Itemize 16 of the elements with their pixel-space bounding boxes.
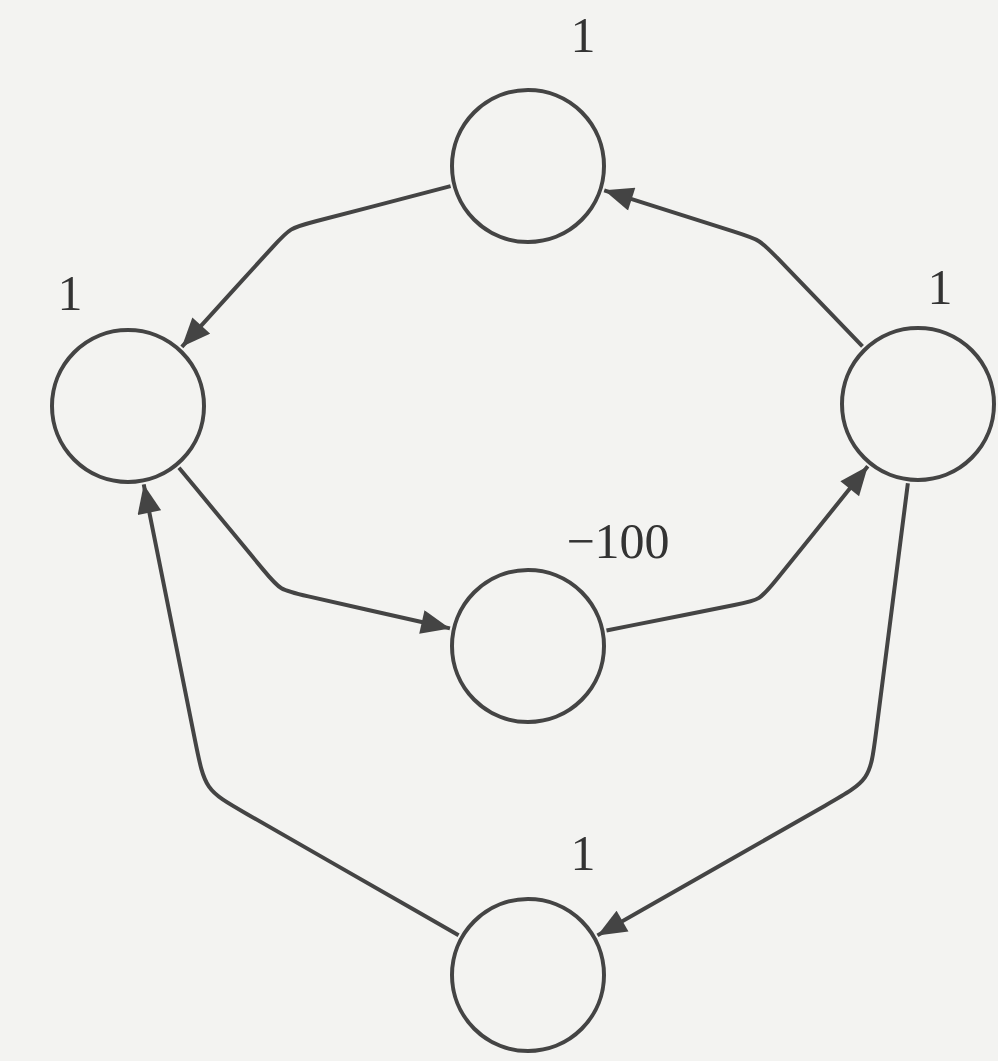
node-value: 1: [570, 828, 596, 878]
arrow: [177, 466, 451, 634]
arrow: [180, 184, 452, 349]
arrow: [596, 483, 910, 938]
node-value: 1: [927, 262, 953, 312]
circle-node: [450, 897, 606, 1053]
arrow: [137, 484, 460, 937]
circle-node: [450, 88, 606, 244]
circle-node: [450, 568, 606, 724]
circle-node: [50, 328, 206, 484]
arrow: [606, 465, 870, 633]
node-value: 1: [570, 10, 596, 60]
arrow: [603, 187, 864, 348]
node-value: 1: [57, 268, 83, 318]
node-value: −100: [566, 516, 670, 566]
circle-node: [840, 326, 996, 482]
